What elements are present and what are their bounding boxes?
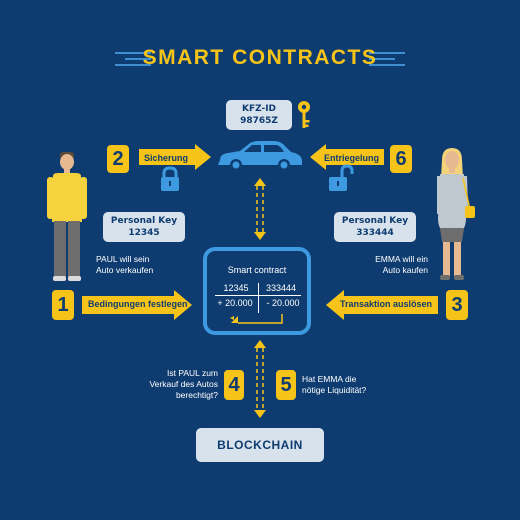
step-2-badge: 2	[107, 145, 129, 173]
note-paul-line2: Auto verkaufen	[96, 265, 154, 275]
personal-key-emma-value: 333444	[356, 228, 394, 238]
step-1-badge: 1	[52, 290, 74, 320]
check-4-line2: Verkauf des Autos	[149, 379, 218, 389]
check-4-line3: berechtigt?	[175, 390, 218, 400]
personal-key-emma-label: Personal Key	[341, 216, 409, 226]
contract-col1-head: 12345	[223, 283, 249, 293]
contract-v-line	[258, 283, 259, 313]
label-bedingungen: Bedingungen festlegen	[88, 299, 188, 309]
check-4-line1: Ist PAUL zum	[166, 368, 218, 378]
arrow-contract-blockchain	[254, 340, 266, 418]
car-id-box: KFZ-ID 98765Z	[226, 100, 292, 130]
contract-col2-value: - 20.000	[266, 298, 300, 308]
note-paul: PAUL will sein Auto verkaufen	[96, 254, 176, 276]
step-5-badge: 5	[276, 370, 296, 400]
title-line-left-1	[115, 52, 151, 54]
step-3-badge: 3	[446, 290, 468, 320]
car-id-label: KFZ-ID	[241, 104, 277, 114]
paul-figure-icon	[47, 152, 87, 281]
label-transaktion: Transaktion auslösen	[340, 299, 433, 309]
check-5-text: Hat EMMA die nötige Liquidität?	[302, 374, 402, 396]
note-emma-line1: EMMA will ein	[375, 254, 428, 264]
smart-contract-title: Smart contract	[227, 265, 287, 275]
title-line-left-2	[125, 58, 151, 60]
car-id-value: 98765Z	[240, 116, 278, 126]
key-icon	[298, 101, 310, 128]
label-entriegelung: Entriegelung	[324, 153, 380, 163]
contract-col1-value: + 20.000	[217, 298, 253, 308]
step-4-badge: 4	[224, 370, 244, 400]
personal-key-paul: Personal Key 12345	[103, 212, 185, 242]
arrow-entriegelung	[310, 144, 384, 170]
title-line-left-3	[115, 64, 151, 66]
check-5-line1: Hat EMMA die	[302, 374, 357, 384]
check-5-line2: nötige Liquidität?	[302, 385, 367, 395]
note-paul-line1: PAUL will sein	[96, 254, 150, 264]
personal-key-paul-value: 12345	[128, 228, 160, 238]
note-emma: EMMA will ein Auto kaufen	[352, 254, 428, 276]
arrow-sicherung	[139, 144, 211, 170]
page-title: SMART CONTRACTS	[142, 46, 378, 69]
arrow-bedingungen	[82, 290, 192, 320]
label-sicherung: Sicherung	[144, 153, 189, 163]
contract-loop-arrow	[230, 314, 283, 324]
personal-key-paul-label: Personal Key	[110, 216, 178, 226]
title-line-right-1	[369, 52, 405, 54]
title-line-right-2	[369, 58, 395, 60]
blockchain-box: BLOCKCHAIN	[196, 428, 324, 462]
smart-contract-box	[203, 247, 311, 335]
lock-open-icon	[329, 164, 354, 191]
check-4-text: Ist PAUL zum Verkauf des Autos berechtig…	[126, 368, 218, 401]
emma-figure-icon	[437, 148, 475, 280]
step-6-badge: 6	[390, 145, 412, 173]
title-line-right-3	[369, 64, 405, 66]
contract-col2-head: 333444	[265, 283, 297, 293]
car-icon	[218, 141, 302, 171]
note-emma-line2: Auto kaufen	[382, 265, 428, 275]
arrow-car-contract	[254, 178, 266, 240]
personal-key-emma: Personal Key 333444	[334, 212, 416, 242]
lock-closed-icon	[161, 166, 179, 191]
arrow-transaktion	[326, 290, 438, 320]
